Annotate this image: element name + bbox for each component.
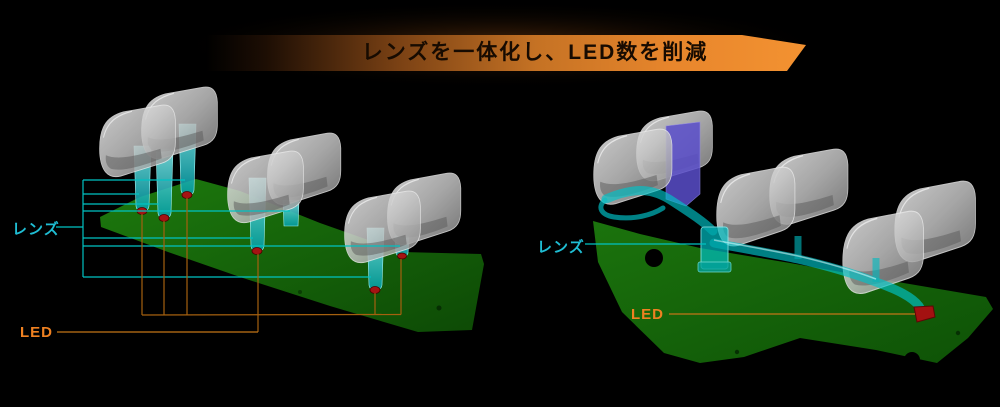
- led-block: [913, 305, 936, 323]
- left-scene: [56, 86, 484, 333]
- title-banner: [170, 1, 830, 89]
- integrated-lens-guide: [598, 186, 928, 318]
- guide-elbow: [601, 186, 718, 236]
- led-dots-left: [136, 191, 407, 294]
- led-dot: [369, 286, 381, 294]
- led-label-right: LED: [631, 306, 664, 323]
- lamp-housings-right: [593, 110, 977, 295]
- led-dot: [181, 191, 193, 199]
- board-notch: [904, 352, 920, 368]
- purple-bracket: [665, 121, 701, 207]
- led-dot: [397, 252, 407, 260]
- pcb-board-right: [593, 221, 993, 363]
- callout-line: [141, 313, 402, 316]
- housing-lobe: [343, 190, 421, 264]
- lens-label-left: レンズ: [12, 221, 60, 238]
- guide-highlight: [713, 239, 877, 280]
- board-notch: [645, 249, 663, 267]
- lens-label-right: レンズ: [537, 239, 585, 256]
- board-hole: [734, 349, 740, 355]
- banner-title: レンズを一体化し、LED数を削減: [361, 41, 709, 64]
- led-callout-lines-left: [57, 198, 402, 333]
- banner-ribbon: [206, 35, 806, 71]
- board-hole: [436, 305, 442, 311]
- pcb-board-left: [100, 179, 484, 332]
- guide-loop: [598, 197, 666, 221]
- guide-foot: [697, 261, 732, 273]
- board-hole: [298, 290, 302, 294]
- led-dot: [251, 247, 263, 255]
- led-dot: [158, 214, 170, 222]
- guide-beam: [709, 238, 928, 318]
- lens-callout-lines-left: [56, 179, 400, 278]
- right-scene: [585, 110, 993, 368]
- led-label-left: LED: [20, 324, 53, 341]
- board-hole: [955, 330, 961, 336]
